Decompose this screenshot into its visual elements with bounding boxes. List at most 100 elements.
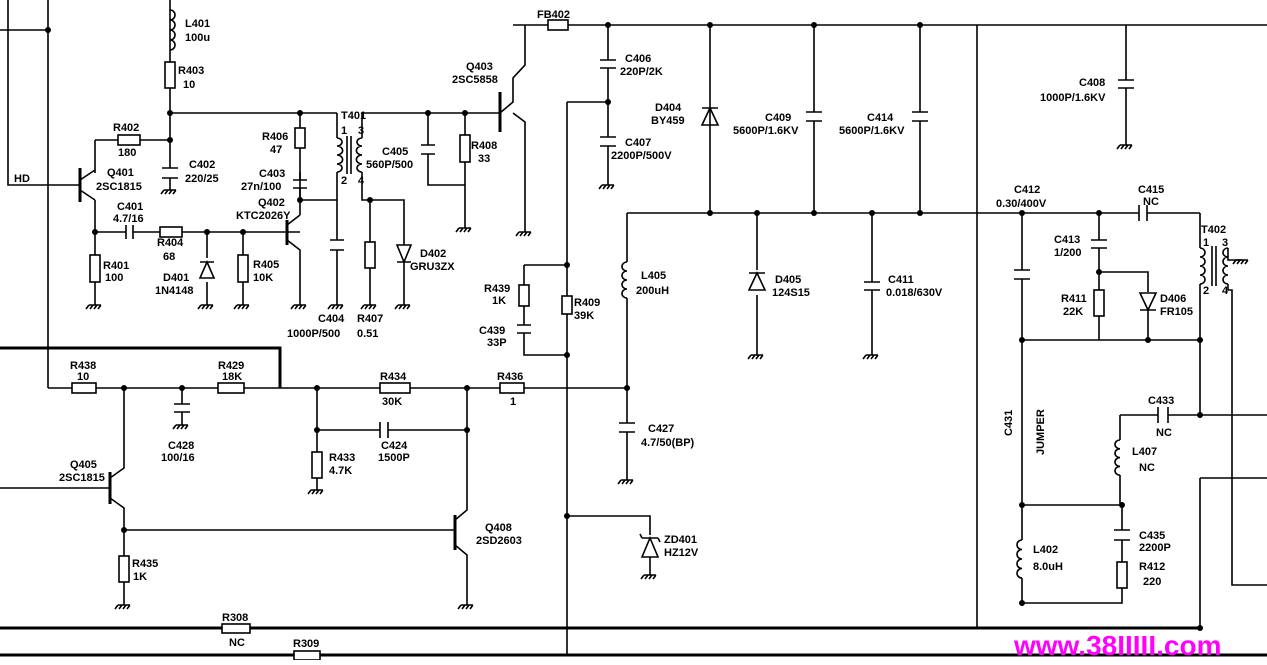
resistor-r412-symbol [1116,561,1128,589]
part-value: NC [1139,462,1155,474]
part-value: 1N4148 [155,285,194,297]
part-ref: C408 [1079,77,1105,89]
pin-label: 1 [341,125,347,137]
part-ref: R309 [293,638,319,650]
part-ref: C431 [1003,410,1015,436]
part-ref: T401 [341,110,366,122]
resistor-r401-symbol [89,254,101,283]
part-ref: L401 [185,18,210,30]
inductor-l407-symbol [1114,439,1121,476]
pin-label: 4 [1222,285,1229,297]
part-value: 68 [163,251,175,263]
part-ref: D406 [1160,293,1186,305]
part-ref: C415 [1138,184,1164,196]
part-value: 5600P/1.6KV [733,125,799,137]
part-ref: R408 [471,140,497,152]
part-ref: R406 [262,131,288,143]
capacitor-c402-symbol [162,167,178,179]
diode-d404-symbol [700,106,720,126]
part-value: 100u [185,32,210,44]
part-value: 2200P/500V [611,150,672,162]
capacitor-c409-symbol [806,111,822,122]
part-value: 0.30/400V [996,198,1047,210]
part-value: NC [1156,427,1172,439]
part-ref: C402 [189,159,215,171]
part-ref: C409 [765,112,791,124]
part-ref: C406 [625,53,651,65]
junctions [45,22,1203,631]
diode-d406-symbol [1138,292,1158,312]
resistor-r407-symbol [364,241,376,269]
ground-icon [233,304,250,310]
diode-d405-symbol [747,271,767,291]
resistor-r411-symbol [1093,289,1105,317]
part-value: 1 [510,396,516,408]
part-ref: R402 [113,122,139,134]
capacitor-c406-symbol [600,59,616,69]
ground-icon [862,354,879,360]
resistor-r403-symbol [164,61,176,89]
part-value: 1000P/500 [287,328,340,340]
component-symbols [71,9,1229,661]
part-ref: R401 [103,260,129,272]
part-ref: C404 [318,313,345,325]
part-ref: C414 [867,112,894,124]
net-label-fb402: FB402 [537,9,570,21]
part-value: 18K [222,371,242,383]
pin-label: 1 [1203,237,1209,249]
part-value: 10 [183,79,195,91]
inductor-l401-symbol [169,9,176,51]
part-ref: R429 [218,360,244,372]
part-ref: R433 [329,452,355,464]
part-value: 47 [270,144,282,156]
part-value: 4.7/50(BP) [641,437,695,449]
part-value: 100/16 [161,452,195,464]
part-value: 2200P [1139,542,1171,554]
part-ref: R409 [574,297,600,309]
part-ref: R435 [132,558,158,570]
ground-symbols [85,144,1249,610]
part-ref: D401 [163,272,189,284]
capacitor-c428-symbol [174,403,190,413]
capacitor-c404-symbol [330,239,344,251]
part-value: 220/25 [185,173,219,185]
part-value: 4.7K [329,465,352,477]
resistor-r409-symbol [561,295,573,315]
part-ref: L402 [1033,544,1058,556]
ground-icon [85,304,102,310]
part-ref: R412 [1139,561,1165,573]
part-value: 220 [1143,576,1161,588]
part-value: 124S15 [772,287,810,299]
part-ref: R438 [70,360,96,372]
capacitor-c411-symbol [864,281,880,291]
ground-icon [172,424,189,430]
transformer-t402-symbol [1199,246,1229,286]
part-ref: C405 [382,146,408,158]
ground-icon [290,304,307,310]
part-value: KTC2026Y [236,210,291,222]
resistor-r435-symbol [118,555,130,583]
capacitor-c408-symbol [1118,79,1134,89]
part-value: 33 [478,153,490,165]
capacitor-c439-symbol [517,324,531,334]
part-ref: Q401 [107,167,134,179]
ground-icon [394,304,411,310]
capacitor-c427-symbol [619,422,635,433]
part-value: 8.0uH [1033,561,1063,573]
part-value: 0.018/630V [886,287,943,299]
part-value: 2SD2603 [476,535,522,547]
resistor-r405-symbol [237,254,249,283]
part-ref: D405 [775,274,801,286]
part-ref: R403 [178,65,204,77]
part-value: 560P/500 [366,159,413,171]
part-value: 33P [487,337,507,349]
ground-icon [598,184,615,190]
part-value: 22K [1063,306,1083,318]
part-ref: C403 [259,168,285,180]
part-ref: C411 [888,274,914,286]
part-value: NC [229,637,245,649]
inductor-l405-symbol [621,261,628,299]
part-ref: C424 [381,440,408,452]
